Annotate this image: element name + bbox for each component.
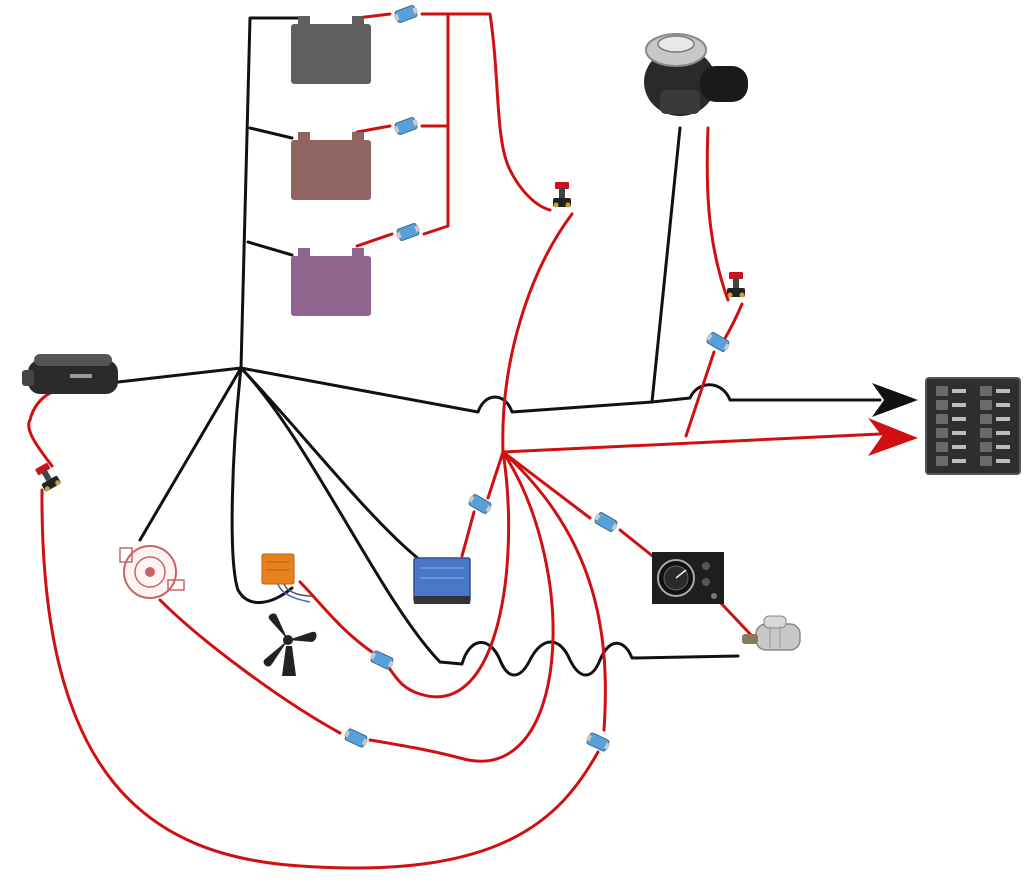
switch-label-plate bbox=[952, 403, 966, 407]
rocker-switch[interactable] bbox=[980, 414, 992, 424]
battery-switch-icon[interactable] bbox=[33, 461, 62, 493]
starter-motor bbox=[742, 615, 801, 651]
heater bbox=[22, 354, 118, 394]
engine-panel bbox=[652, 552, 724, 604]
rocker-switch[interactable] bbox=[936, 386, 948, 396]
panel-switches[interactable] bbox=[936, 386, 1010, 466]
battery-2 bbox=[291, 132, 371, 200]
fuse-icon bbox=[368, 648, 396, 672]
charge-regulator bbox=[261, 553, 313, 603]
rocker-switch[interactable] bbox=[980, 386, 992, 396]
battery-3 bbox=[291, 248, 371, 316]
rocker-switch[interactable] bbox=[980, 456, 992, 466]
battery-switch-icon[interactable] bbox=[727, 272, 745, 298]
rocker-switch[interactable] bbox=[936, 442, 948, 452]
switch-label-plate bbox=[952, 431, 966, 435]
switch-label-plate bbox=[952, 459, 966, 463]
positive-wires bbox=[27, 12, 918, 870]
switch-label-plate bbox=[996, 417, 1010, 421]
fuse-icon bbox=[394, 221, 422, 243]
battery-switch-icon[interactable] bbox=[553, 182, 571, 208]
fuse-icon bbox=[592, 510, 620, 534]
windlass bbox=[644, 33, 748, 116]
fuse-icon bbox=[392, 115, 420, 137]
switch-label-plate bbox=[952, 417, 966, 421]
switch-label-plate bbox=[996, 431, 1010, 435]
rocker-switch[interactable] bbox=[980, 442, 992, 452]
rocker-switch[interactable] bbox=[936, 456, 948, 466]
switch-label-plate bbox=[996, 445, 1010, 449]
wind-generator bbox=[263, 613, 317, 676]
fuse-icon bbox=[342, 726, 370, 750]
switch-panel bbox=[925, 377, 1021, 475]
switch-label-plate bbox=[996, 459, 1010, 463]
rocker-switch[interactable] bbox=[936, 400, 948, 410]
fuse-icon bbox=[392, 3, 420, 25]
fuse-icon bbox=[584, 730, 612, 754]
rocker-switch[interactable] bbox=[980, 428, 992, 438]
battery-1 bbox=[291, 16, 371, 84]
inverter bbox=[413, 557, 471, 604]
switch-label-plate bbox=[996, 389, 1010, 393]
negative-wires bbox=[116, 16, 918, 677]
switch-label-plate bbox=[952, 445, 966, 449]
switch-label-plate bbox=[996, 403, 1010, 407]
alternator bbox=[119, 545, 185, 599]
switch-label-plate bbox=[952, 389, 966, 393]
rocker-switch[interactable] bbox=[980, 400, 992, 410]
rocker-switch[interactable] bbox=[936, 428, 948, 438]
rocker-switch[interactable] bbox=[936, 414, 948, 424]
